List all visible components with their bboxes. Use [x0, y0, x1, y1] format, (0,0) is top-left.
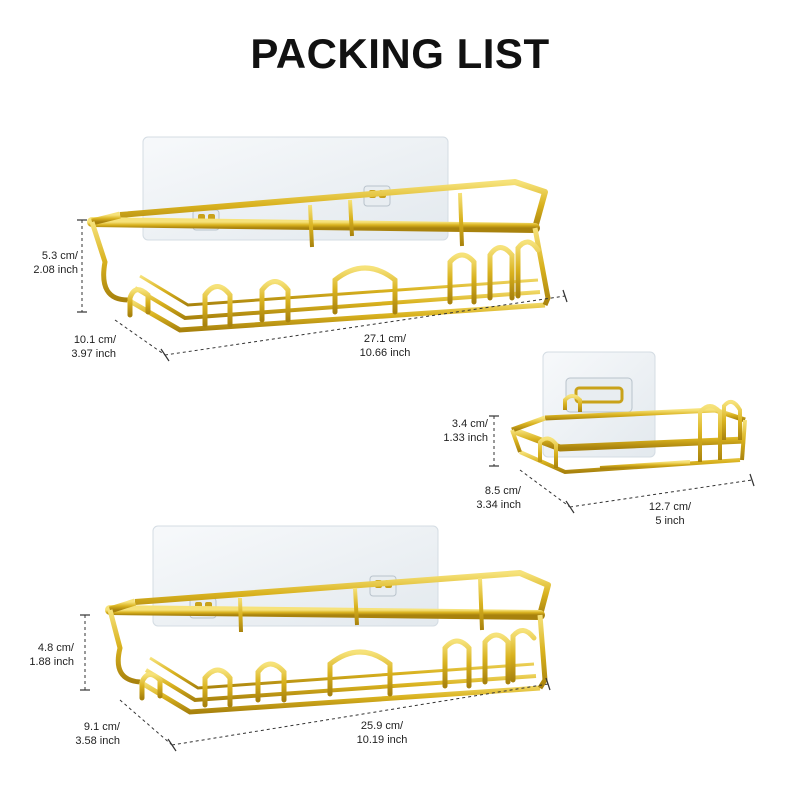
length-cm: 27.1 cm/ [363, 333, 407, 345]
depth-inch: 3.34 inch [476, 499, 521, 511]
soap-dish-height-label: 3.4 cm/ 1.33 inch [428, 417, 488, 445]
large-shelf-length-label: 27.1 cm/ 10.66 inch [345, 332, 425, 360]
dimension-ticks [77, 219, 755, 752]
soap-dish-depth-label: 8.5 cm/ 3.34 inch [455, 484, 521, 512]
height-inch: 2.08 inch [33, 264, 78, 276]
length-inch: 5 inch [655, 515, 685, 527]
length-cm: 12.7 cm/ [648, 501, 692, 513]
medium-shelf-depth-label: 9.1 cm/ 3.58 inch [52, 720, 120, 748]
medium-shelf-illustration [105, 525, 551, 715]
height-inch: 1.33 inch [443, 432, 488, 444]
depth-cm: 9.1 cm/ [83, 721, 120, 733]
length-inch: 10.66 inch [359, 347, 411, 359]
soap-dish-length-label: 12.7 cm/ 5 inch [638, 500, 702, 528]
depth-cm: 8.5 cm/ [484, 485, 521, 497]
large-shelf-height-label: 5.3 cm/ 2.08 inch [22, 249, 78, 277]
medium-shelf-height-label: 4.8 cm/ 1.88 inch [18, 641, 74, 669]
depth-inch: 3.97 inch [71, 348, 116, 360]
page-title: PACKING LIST [250, 30, 550, 77]
adhesive-plate [152, 525, 439, 627]
depth-inch: 3.58 inch [75, 735, 120, 747]
height-inch: 1.88 inch [29, 656, 74, 668]
height-cm: 3.4 cm/ [451, 418, 488, 430]
dimension-lines [81, 220, 753, 746]
depth-cm: 10.1 cm/ [73, 334, 116, 346]
large-shelf-depth-label: 10.1 cm/ 3.97 inch [48, 333, 116, 361]
height-cm: 5.3 cm/ [41, 250, 78, 262]
soap-dish-illustration [510, 351, 747, 475]
medium-shelf-length-label: 25.9 cm/ 10.19 inch [342, 719, 422, 747]
height-cm: 4.8 cm/ [37, 642, 74, 654]
length-inch: 10.19 inch [356, 734, 408, 746]
length-cm: 25.9 cm/ [360, 720, 404, 732]
large-shelf-illustration [87, 136, 551, 333]
